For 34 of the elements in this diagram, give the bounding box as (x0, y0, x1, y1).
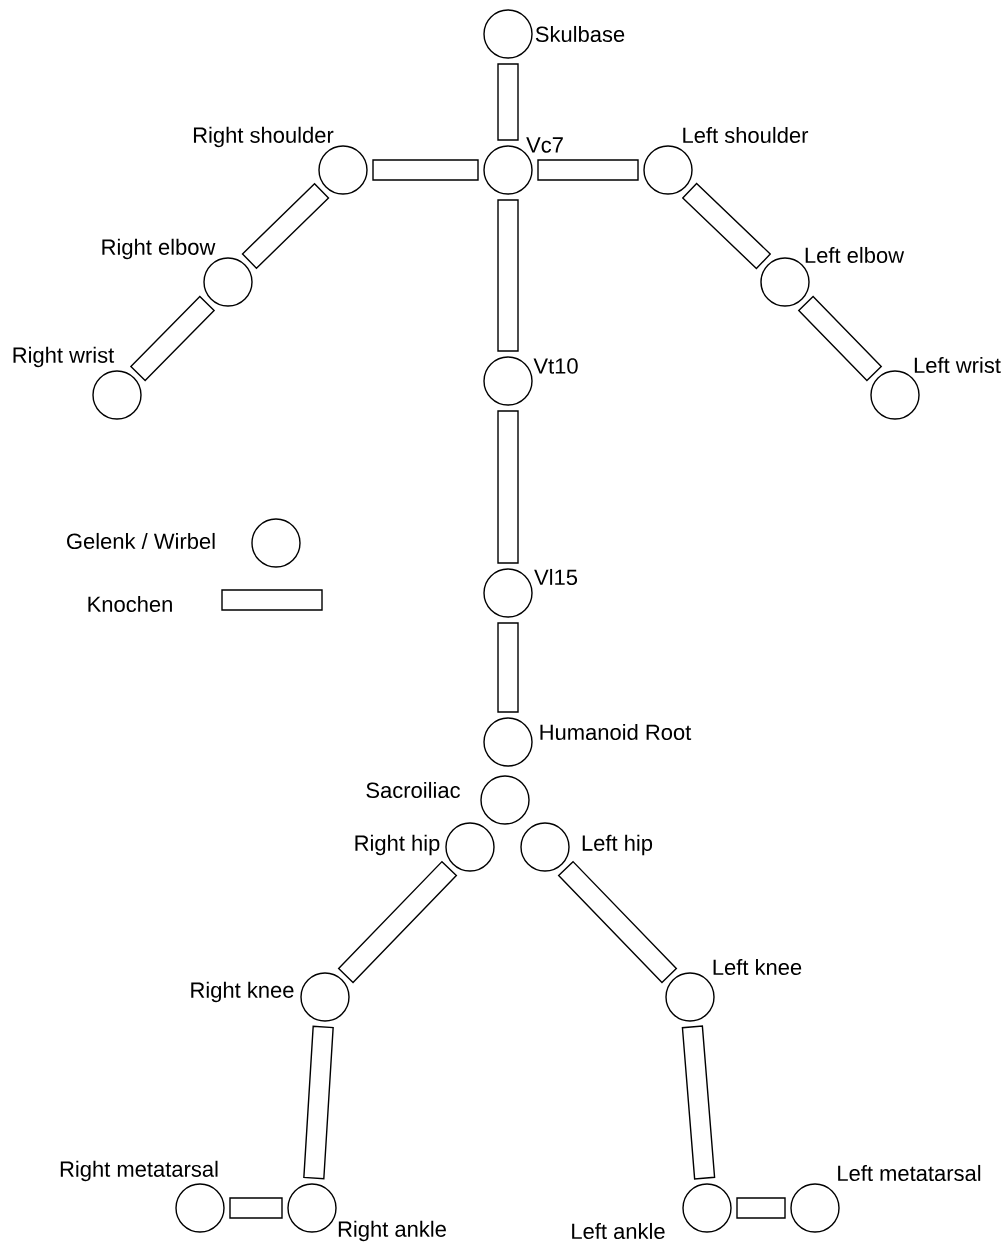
legend-item: Gelenk / Wirbel (67, 518, 301, 568)
joint-label: Humanoid Root (540, 723, 692, 741)
joint-label: Right metatarsal (60, 1160, 218, 1182)
joint-label: Right hip (355, 834, 440, 856)
joint-label: Right shoulder (193, 126, 334, 148)
joint-label: Right elbow (102, 238, 216, 260)
bone-bar (497, 410, 519, 564)
joint-label: Vc7 (526, 137, 563, 153)
bone-bar (497, 199, 519, 352)
joint-label: Left shoulder (683, 126, 809, 144)
joint-label: Left wrist (914, 356, 1001, 374)
joint-label: Left metatarsal (838, 1164, 981, 1182)
joint-label: Right knee (191, 981, 294, 1003)
joint-label: Left hip (582, 834, 653, 856)
bone-bar (497, 622, 519, 713)
joint-label: Skulbase (535, 25, 625, 43)
joint-label: Left elbow (805, 246, 905, 264)
bone-bar (303, 1025, 334, 1180)
joint-label: Vt10 (533, 358, 578, 374)
bone-bar (372, 159, 479, 181)
bone-bar (557, 860, 678, 984)
joint-label: Vl15 (534, 568, 578, 586)
joint-label: Left ankle (572, 1222, 665, 1240)
bone-bar (337, 860, 458, 984)
bone-bar (736, 1197, 786, 1219)
joint-label: Sacroiliac (366, 781, 460, 799)
bone-bar (681, 1025, 716, 1180)
bone-bar (497, 63, 519, 141)
joint-label: Right ankle (338, 1220, 446, 1242)
legend-item: Knochen (88, 589, 323, 613)
bone-bar (229, 1197, 283, 1219)
bone-bar (537, 159, 639, 181)
joint-label: Right wrist (13, 346, 115, 368)
joint-label: Left knee (713, 958, 802, 976)
